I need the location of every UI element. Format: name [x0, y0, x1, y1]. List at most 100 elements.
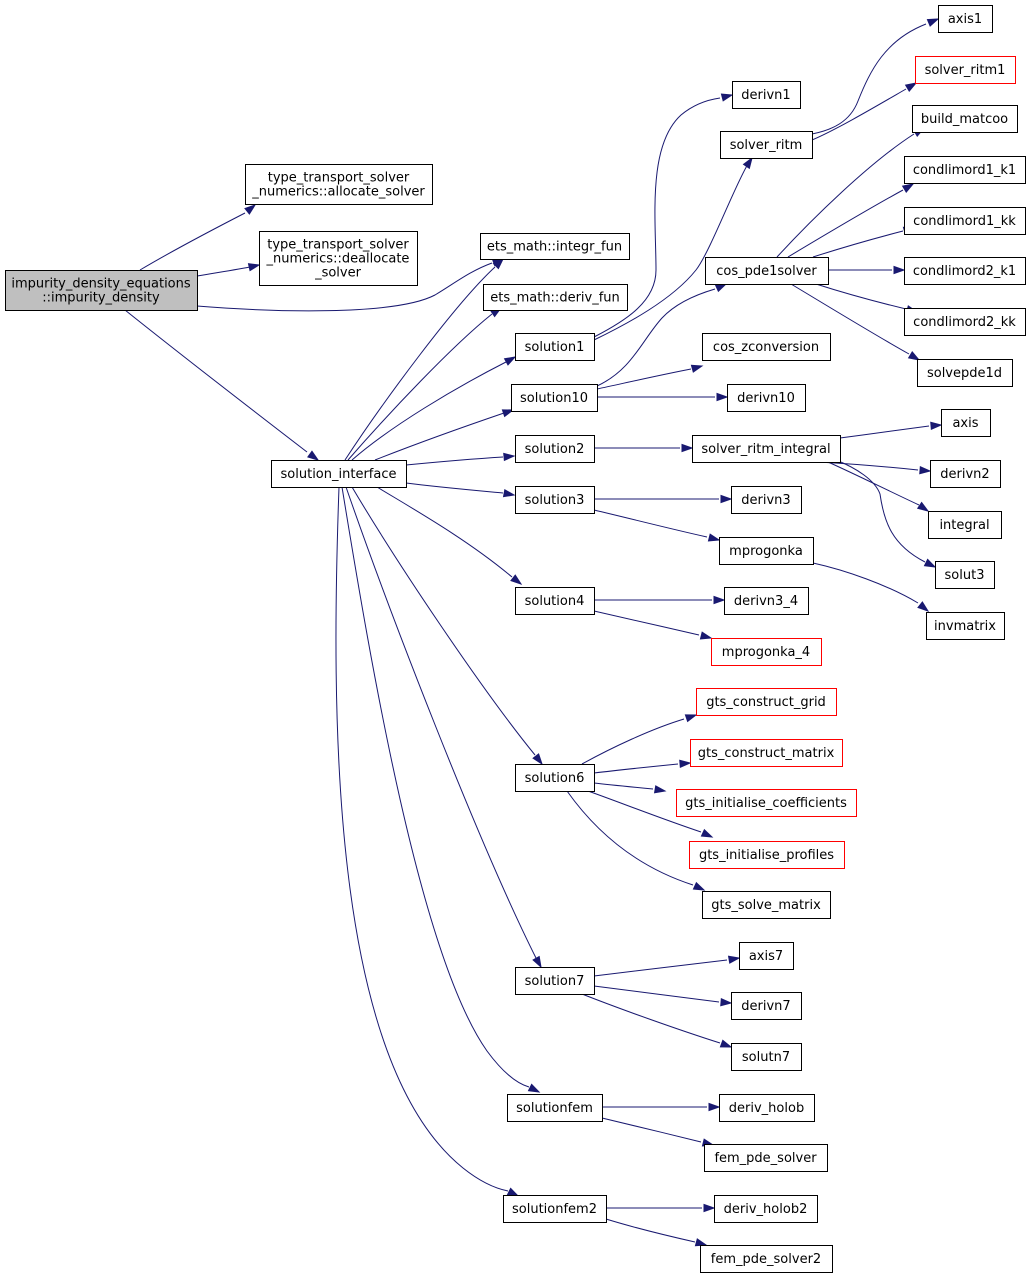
node-gts_construct_grid[interactable]: gts_construct_grid: [696, 688, 837, 716]
edge-line: [593, 763, 679, 774]
node-solut3[interactable]: solut3: [935, 561, 995, 589]
arrowhead-icon: [532, 955, 542, 969]
node-solution6[interactable]: solution6: [515, 764, 595, 792]
node-solvepde1d[interactable]: solvepde1d: [917, 359, 1013, 387]
node-box: [515, 333, 595, 361]
node-label: solution4: [525, 594, 585, 609]
arrowhead-icon: [893, 265, 906, 275]
node-label: gts_construct_matrix: [698, 746, 835, 761]
node-cos_pde1solver[interactable]: cos_pde1solver: [705, 257, 829, 285]
node-mprogonka[interactable]: mprogonka: [719, 537, 814, 565]
node-solutn7[interactable]: solutn7: [731, 1043, 802, 1071]
node-solution3[interactable]: solution3: [515, 486, 595, 514]
node-box: [705, 257, 829, 285]
edge-impurity_density-to-deallocate_solver: [196, 263, 261, 277]
node-condlimord1_k1[interactable]: condlimord1_k1: [904, 156, 1026, 184]
node-fem_pde_solver[interactable]: fem_pde_solver: [704, 1144, 828, 1172]
node-label: axis1: [948, 12, 982, 27]
node-derivn2[interactable]: derivn2: [930, 460, 1001, 488]
node-label: fem_pde_solver: [714, 1151, 817, 1166]
arrowhead-icon: [510, 574, 523, 585]
edge-line: [587, 790, 702, 833]
node-solution4[interactable]: solution4: [515, 587, 595, 615]
node-impurity_density[interactable]: impurity_density_equations::impurity_den…: [5, 270, 198, 311]
node-label: deriv_holob: [729, 1101, 804, 1116]
node-derivn3_4[interactable]: derivn3_4: [724, 587, 809, 615]
node-gts_construct_matrix[interactable]: gts_construct_matrix: [690, 739, 843, 767]
node-box: [704, 1144, 828, 1172]
node-axis7[interactable]: axis7: [739, 942, 794, 970]
node-solution_interface[interactable]: solution_interface: [271, 460, 407, 488]
node-condlimord2_kk[interactable]: condlimord2_kk: [904, 308, 1026, 336]
node-solutionfem[interactable]: solutionfem: [507, 1094, 603, 1122]
edge-line: [344, 266, 496, 461]
node-deriv_holob[interactable]: deriv_holob: [719, 1094, 815, 1122]
edge-line: [376, 486, 513, 578]
node-label: _numerics::deallocate: [266, 252, 410, 267]
node-deallocate_solver[interactable]: type_transport_solver_numerics::dealloca…: [259, 231, 418, 286]
node-label: mprogonka_4: [722, 645, 810, 660]
arrowhead-icon: [720, 997, 733, 1007]
node-label: deriv_holob2: [724, 1202, 808, 1217]
edge-solution_interface-to-integr_fun: [344, 257, 505, 461]
edge-line: [776, 133, 915, 258]
edge-line: [811, 23, 927, 135]
node-box: [719, 1094, 815, 1122]
node-label: solution_interface: [281, 467, 397, 482]
node-label: condlimord2_k1: [913, 264, 1016, 279]
node-fem_pde_solver2[interactable]: fem_pde_solver2: [700, 1245, 833, 1273]
node-condlimord1_kk[interactable]: condlimord1_kk: [904, 207, 1026, 235]
node-derivn10[interactable]: derivn10: [727, 384, 806, 412]
node-derivn3[interactable]: derivn3: [731, 486, 802, 514]
edge-line: [351, 361, 507, 461]
node-build_matcoo[interactable]: build_matcoo: [912, 105, 1018, 133]
arrowhead-icon: [708, 1102, 721, 1112]
node-integral[interactable]: integral: [928, 511, 1002, 539]
node-axis[interactable]: axis: [941, 409, 991, 437]
node-derivn7[interactable]: derivn7: [731, 992, 802, 1020]
edge-line: [790, 283, 910, 355]
arrowhead-icon: [690, 364, 704, 373]
node-label: _solver: [314, 266, 362, 281]
edge-line: [345, 486, 537, 959]
edge-solver_ritm_integral-to-solut3: [835, 459, 937, 568]
node-solver_ritm_integral[interactable]: solver_ritm_integral: [692, 435, 841, 463]
node-box: [917, 359, 1013, 387]
node-gts_initialise_profiles[interactable]: gts_initialise_profiles: [689, 841, 845, 869]
node-solution2[interactable]: solution2: [515, 435, 595, 463]
edge-solution4-to-mprogonka_4: [593, 610, 713, 640]
node-box: [5, 270, 198, 311]
node-solution1[interactable]: solution1: [515, 333, 595, 361]
node-solution10[interactable]: solution10: [511, 384, 598, 412]
node-label: ets_math::integr_fun: [487, 240, 622, 255]
edge-solution7-to-axis7: [593, 955, 741, 977]
edge-line: [341, 486, 530, 1088]
edge-line: [601, 1117, 702, 1143]
edge-line: [351, 486, 536, 756]
node-gts_initialise_coefficients[interactable]: gts_initialise_coefficients: [676, 789, 857, 817]
edge-solutionfem2-to-fem_pde_solver2: [605, 1218, 708, 1247]
node-gts_solve_matrix[interactable]: gts_solve_matrix: [702, 891, 831, 919]
node-allocate_solver[interactable]: type_transport_solver_numerics::allocate…: [245, 164, 433, 205]
node-mprogonka_4[interactable]: mprogonka_4: [711, 638, 822, 666]
node-label: derivn1: [741, 88, 790, 103]
edge-line: [581, 993, 721, 1044]
node-cos_zconversion[interactable]: cos_zconversion: [702, 333, 831, 361]
node-deriv_holob2[interactable]: deriv_holob2: [714, 1195, 818, 1223]
node-deriv_fun[interactable]: ets_math::deriv_fun: [483, 284, 628, 311]
edge-solution3-to-derivn3: [594, 494, 733, 504]
node-box: [690, 739, 843, 767]
edge-line: [593, 509, 708, 538]
node-axis1[interactable]: axis1: [938, 5, 993, 33]
arrowhead-icon: [532, 753, 543, 766]
edge-line: [593, 610, 700, 636]
node-solver_ritm[interactable]: solver_ritm: [720, 131, 813, 159]
node-invmatrix[interactable]: invmatrix: [926, 612, 1005, 640]
node-solution7[interactable]: solution7: [515, 967, 595, 995]
node-derivn1[interactable]: derivn1: [732, 81, 801, 109]
node-condlimord2_k1[interactable]: condlimord2_k1: [904, 257, 1026, 285]
node-solutionfem2[interactable]: solutionfem2: [503, 1195, 607, 1223]
edge-solution3-to-mprogonka: [593, 509, 721, 542]
node-integr_fun[interactable]: ets_math::integr_fun: [480, 233, 630, 260]
node-solver_ritm1[interactable]: solver_ritm1: [915, 56, 1016, 84]
